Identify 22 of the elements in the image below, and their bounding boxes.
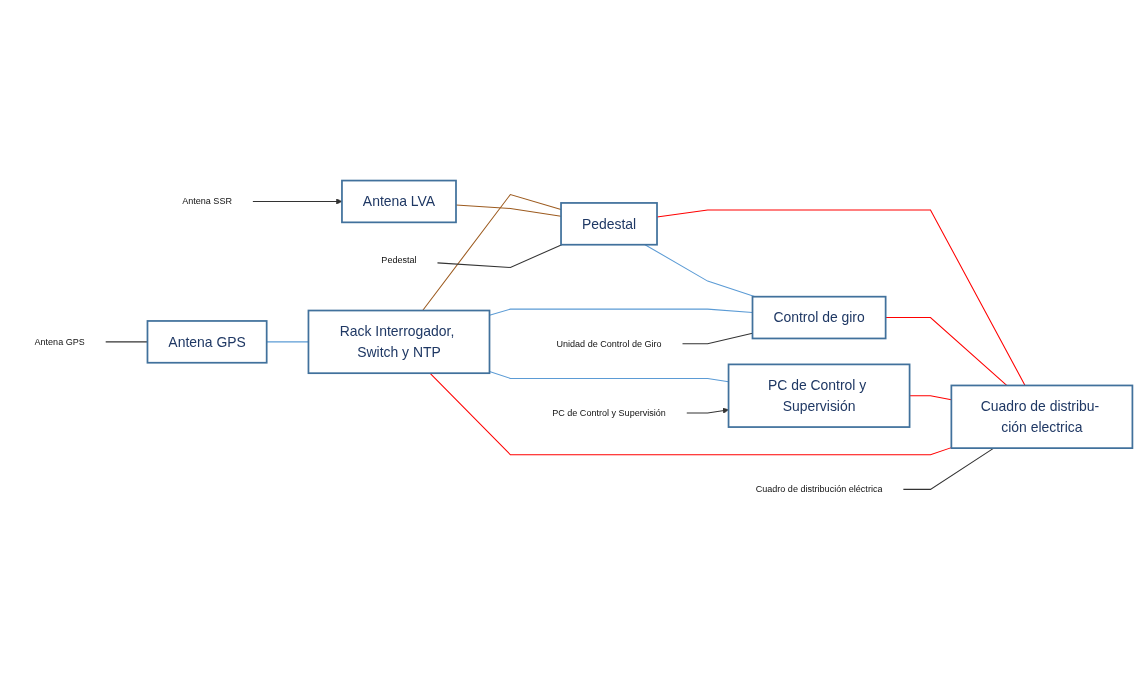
connector bbox=[266, 341, 309, 343]
node-box: PC de Control y Supervisión bbox=[727, 363, 911, 428]
connector bbox=[105, 341, 148, 343]
node-text: Cuadro de distribución eléctrica bbox=[755, 483, 883, 495]
node-text: PC de Control y Supervisión bbox=[552, 407, 666, 419]
connector bbox=[422, 193, 562, 311]
node-box: Pedestal bbox=[560, 202, 658, 246]
node-box: Cuadro de distribu- ción electrica bbox=[950, 384, 1134, 449]
connector bbox=[902, 447, 995, 490]
node-box: Rack Interrogador, Switch y NTP bbox=[307, 309, 491, 374]
node-text: Unidad de Control de Giro bbox=[556, 338, 662, 349]
arrow bbox=[686, 407, 729, 414]
connector bbox=[436, 244, 563, 268]
node-text: Antena GPS bbox=[34, 336, 85, 347]
connector bbox=[885, 316, 1008, 386]
node-text: Pedestal bbox=[381, 254, 417, 266]
node-text: Antena SSR bbox=[182, 195, 232, 207]
node-box: Antena LVA bbox=[341, 179, 457, 224]
node-box: Control de giro bbox=[751, 295, 887, 340]
connector bbox=[429, 372, 952, 456]
node-box: Antena GPS bbox=[146, 320, 268, 364]
connector bbox=[909, 395, 952, 401]
